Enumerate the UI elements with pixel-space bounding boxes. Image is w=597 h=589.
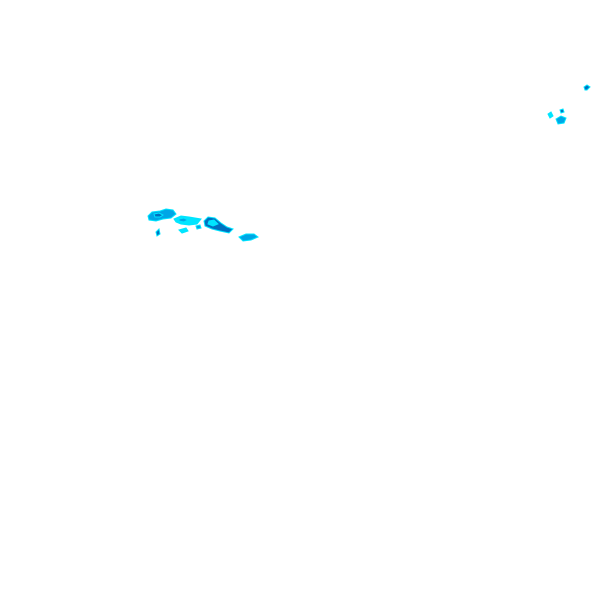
precip-echo [195, 224, 202, 230]
precip-echo [238, 233, 259, 242]
precip-echo [203, 216, 234, 234]
precip-cluster-east [547, 84, 591, 125]
precip-echo [555, 115, 567, 125]
precip-echo [559, 108, 565, 114]
precip-echo [207, 219, 219, 227]
precip-cluster-west [147, 208, 259, 242]
precip-echo [547, 111, 554, 119]
precip-echo [155, 227, 161, 237]
precip-echo [583, 84, 591, 91]
precip-echo [178, 227, 189, 234]
precip-echo [178, 217, 190, 223]
precip-echo [153, 212, 164, 218]
